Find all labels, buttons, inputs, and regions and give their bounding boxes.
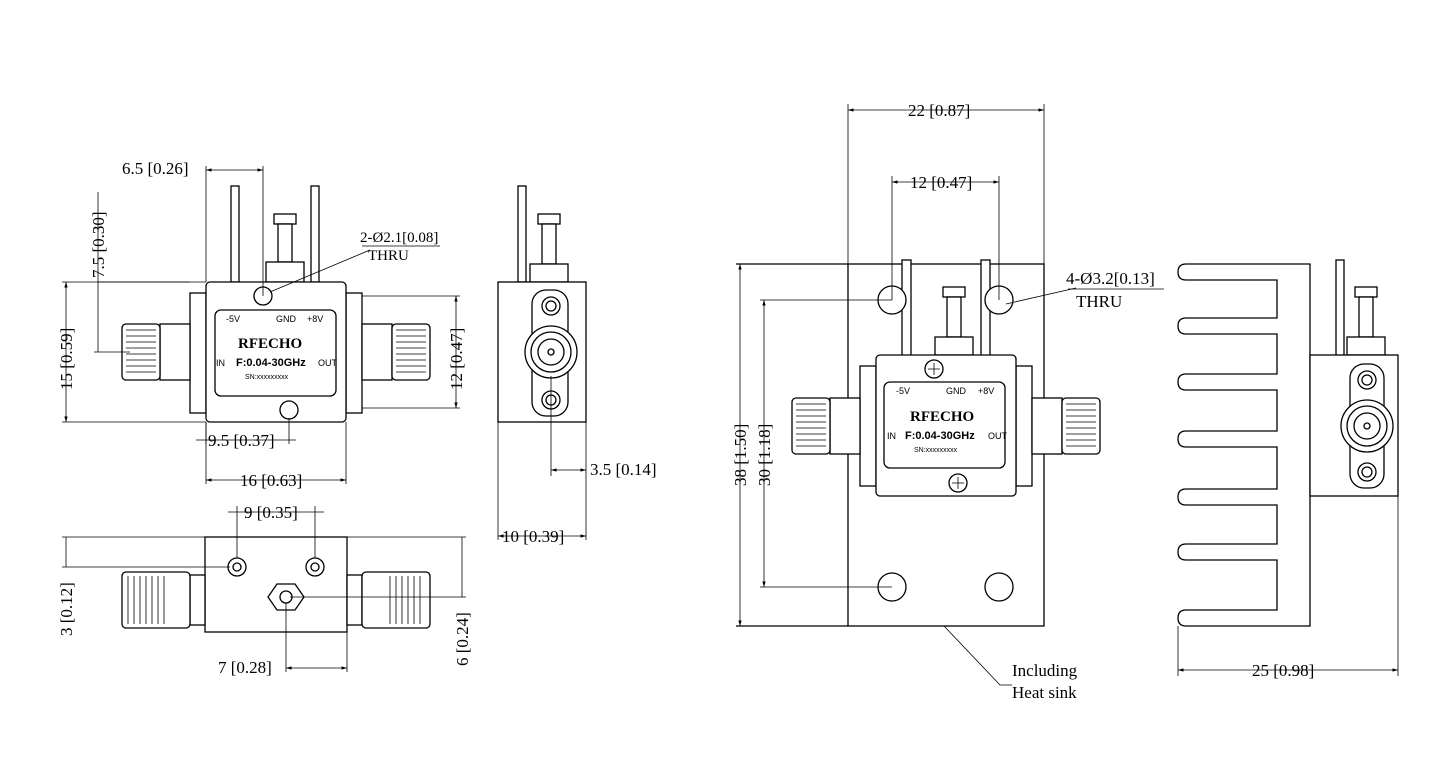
dim-6-5: 6.5 [0.26] <box>122 159 189 178</box>
dim-12-height: 12 [0.47] <box>447 328 466 390</box>
label-in-2: IN <box>887 431 896 441</box>
dim-16: 16 [0.63] <box>240 471 302 490</box>
serial-number-2: SN:xxxxxxxxx <box>914 447 958 454</box>
heatsink-hole <box>984 572 1014 602</box>
dim-9-5: 9.5 [0.37] <box>208 431 275 450</box>
dim-3: 3 [0.12] <box>57 582 76 636</box>
including-label: Including <box>1012 661 1078 680</box>
dim-7-5: 7.5 [0.30] <box>89 211 108 278</box>
label-neg5v-2: -5V <box>896 386 910 396</box>
label-gnd-2: GND <box>946 386 967 396</box>
dim-22: 22 [0.87] <box>908 101 970 120</box>
brand-name-2: RFECHO <box>910 409 974 425</box>
label-out: OUT <box>318 358 338 368</box>
hole-callout-large: 4-Ø3.2[0.13] <box>1066 269 1155 288</box>
dim-12-width: 12 [0.47] <box>910 173 972 192</box>
heat-sink-label: Heat sink <box>1012 683 1077 702</box>
hole-callout-small: 2-Ø2.1[0.08] <box>360 230 438 246</box>
dim-6: 6 [0.24] <box>453 612 472 666</box>
bottom-view: 9 [0.35] 3 [0.12] 6 [0.24] 7 [0.28] <box>57 503 472 677</box>
label-plate <box>214 309 337 397</box>
label-gnd: GND <box>276 314 297 324</box>
dim-25: 25 [0.98] <box>1252 661 1314 680</box>
sma-connector-in <box>121 323 191 381</box>
label-neg5v: -5V <box>226 314 240 324</box>
sma-connector-out <box>361 323 431 381</box>
heatsink-side-view: 25 [0.98] <box>1177 259 1399 680</box>
side-view: 3.5 [0.14] 10 [0.39] <box>497 185 657 546</box>
label-in: IN <box>216 358 225 368</box>
dim-7: 7 [0.28] <box>218 658 272 677</box>
label-out-2: OUT <box>988 431 1008 441</box>
pin-left <box>230 185 240 283</box>
dim-38: 38 [1.50] <box>731 424 750 486</box>
frequency-label: F:0.04-30GHz <box>236 357 306 369</box>
label-pos8v: +8V <box>307 314 323 324</box>
mounting-hole <box>279 400 299 420</box>
dim-10: 10 [0.39] <box>502 527 564 546</box>
thru-label: THRU <box>368 248 409 264</box>
label-pos8v-2: +8V <box>978 386 994 396</box>
pin-right <box>310 185 320 283</box>
thru-label-2: THRU <box>1076 292 1122 311</box>
dim-15: 15 [0.59] <box>57 328 76 390</box>
frequency-label-2: F:0.04-30GHz <box>905 430 975 442</box>
heatsink-front-view: -5V GND +8V RFECHO IN F:0.04-30GHz OUT S… <box>731 101 1164 702</box>
dim-3-5: 3.5 [0.14] <box>590 460 657 479</box>
dim-9: 9 [0.35] <box>244 503 298 522</box>
heat-sink-fins <box>1177 263 1311 627</box>
serial-number: SN:xxxxxxxxx <box>245 374 289 381</box>
dim-30: 30 [1.18] <box>755 424 774 486</box>
brand-name: RFECHO <box>238 336 302 352</box>
front-view: -5V GND +8V RFECHO IN F:0.04-30GHz OUT S… <box>57 159 466 490</box>
